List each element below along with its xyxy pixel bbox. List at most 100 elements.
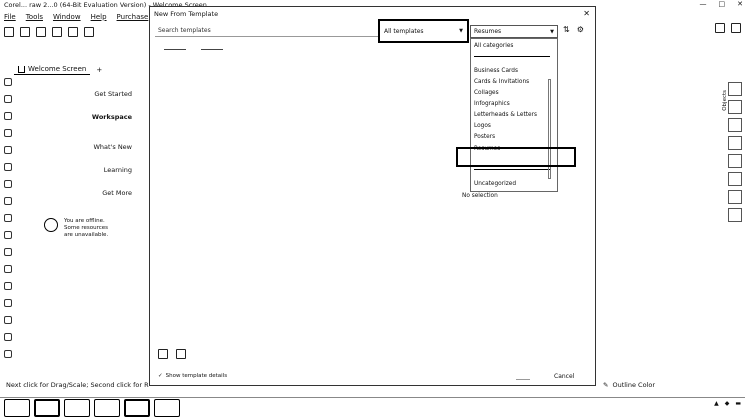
- outline-color-label: Outline Color: [612, 380, 656, 389]
- close-window-button[interactable]: ✕: [737, 0, 743, 8]
- menu-tools[interactable]: Tools: [25, 12, 43, 21]
- maximize-button[interactable]: □: [718, 0, 726, 8]
- docker-tab[interactable]: [728, 190, 742, 204]
- dropdown-item-logos[interactable]: Logos: [474, 123, 491, 129]
- show-template-details[interactable]: ✓ Show template details: [158, 373, 227, 379]
- new-from-template-icon[interactable]: [20, 27, 30, 37]
- browse-icon[interactable]: [176, 349, 186, 359]
- add-tab-button[interactable]: +: [96, 65, 103, 74]
- volume-icon[interactable]: ◆: [724, 400, 730, 407]
- template-filter-value: All templates: [384, 27, 424, 35]
- fill-tool-icon[interactable]: [4, 316, 12, 324]
- dropdown-scrollbar[interactable]: [548, 79, 551, 179]
- outline-color-indicator[interactable]: ✎ Outline Color: [603, 381, 655, 389]
- crop-tool-icon[interactable]: [4, 112, 12, 120]
- docker-tab[interactable]: [728, 136, 742, 150]
- dropdown-item-uncategorized[interactable]: Uncategorized: [474, 181, 517, 187]
- freehand-tool-icon[interactable]: [4, 146, 12, 154]
- dropdown-item-all-categories[interactable]: All categories: [474, 43, 514, 49]
- dialog-close-button[interactable]: ✕: [583, 9, 590, 18]
- menu-help[interactable]: Help: [90, 12, 107, 21]
- menu-purchase[interactable]: Purchase: [116, 12, 149, 21]
- dialog-title: New From Template: [154, 10, 219, 18]
- coreldraw-icon[interactable]: [124, 399, 150, 417]
- eyedropper-tool-icon[interactable]: [4, 299, 12, 307]
- new-document-icon[interactable]: [4, 27, 14, 37]
- zoom-tool-icon[interactable]: [4, 129, 12, 137]
- nav-learning[interactable]: Learning: [103, 166, 132, 174]
- dropdown-item-cards-invitations[interactable]: Cards & Invitations: [474, 79, 530, 85]
- cancel-button[interactable]: Cancel: [554, 373, 575, 380]
- text-tool-icon[interactable]: [4, 214, 12, 222]
- network-icon[interactable]: ▲: [714, 400, 719, 407]
- taskbar: [0, 397, 745, 418]
- category-select[interactable]: Resumes ▼: [470, 25, 558, 38]
- menu-window[interactable]: Window: [52, 12, 81, 21]
- offline-icon: [44, 218, 58, 232]
- toolbox: [2, 78, 14, 358]
- page-view-icon[interactable]: [158, 349, 168, 359]
- no-selection-label: No selection: [462, 193, 498, 199]
- print-icon[interactable]: [68, 27, 78, 37]
- search-templates-input[interactable]: Search templates: [155, 25, 380, 37]
- sort-icon[interactable]: ⇅: [563, 25, 570, 34]
- dropdown-item-business-cards[interactable]: Business Cards: [474, 68, 518, 74]
- menu-file[interactable]: File: [4, 12, 16, 21]
- start-icon[interactable]: [4, 399, 30, 417]
- minimize-button[interactable]: —: [699, 0, 707, 8]
- docker-tab[interactable]: [728, 82, 742, 96]
- undo-icon[interactable]: [84, 27, 94, 37]
- dropdown-item-collages[interactable]: Collages: [474, 90, 499, 96]
- dropdown-item-posters[interactable]: Posters: [474, 134, 496, 140]
- word-icon[interactable]: [94, 399, 120, 417]
- pick-tool-icon[interactable]: [4, 78, 12, 86]
- ellipse-tool-icon[interactable]: [4, 180, 12, 188]
- docker-tab[interactable]: [728, 208, 742, 222]
- shadow-tool-icon[interactable]: [4, 265, 12, 273]
- nav-get-more[interactable]: Get More: [102, 189, 132, 197]
- corel-app-icon[interactable]: [154, 399, 180, 417]
- docker-tab[interactable]: [728, 100, 742, 114]
- gear-icon[interactable]: ⚙: [576, 25, 584, 34]
- settings-icon[interactable]: [731, 23, 741, 33]
- window-controls: — □ ✕: [700, 0, 744, 8]
- chevron-down-icon: ▼: [550, 28, 554, 35]
- polygon-tool-icon[interactable]: [4, 197, 12, 205]
- docker-tab[interactable]: [728, 118, 742, 132]
- line-tool-icon[interactable]: [4, 231, 12, 239]
- template-filter-select[interactable]: All templates ▼: [378, 19, 469, 43]
- nav-whats-new[interactable]: What's New: [93, 143, 133, 151]
- battery-icon[interactable]: ▬: [735, 400, 741, 407]
- transparency-tool-icon[interactable]: [4, 282, 12, 290]
- nav-get-started[interactable]: Get Started: [94, 90, 132, 98]
- status-bar: Next click for Drag/Scale; Second click …: [0, 378, 745, 391]
- shape-tool-icon[interactable]: [4, 95, 12, 103]
- add-tool-icon[interactable]: [4, 350, 12, 358]
- resumes-highlight-box: [456, 147, 576, 167]
- window-title: Corel... raw 2...0 (64-Bit Evaluation Ve…: [4, 1, 207, 9]
- tab-welcome-screen[interactable]: Welcome Screen: [14, 64, 91, 75]
- chevron-down-icon: ▼: [459, 28, 463, 34]
- connector-tool-icon[interactable]: [4, 248, 12, 256]
- file-explorer-icon[interactable]: [34, 399, 60, 417]
- smart-fill-tool-icon[interactable]: [4, 333, 12, 341]
- browser-icon[interactable]: [64, 399, 90, 417]
- new-from-template-dialog: New From Template ✕ Search templates All…: [149, 6, 596, 386]
- nav-workspace[interactable]: Workspace: [91, 113, 132, 121]
- status-hint: Next click for Drag/Scale; Second click …: [6, 380, 149, 389]
- docker-tabs: [728, 82, 742, 222]
- dropdown-item-letterheads-letters[interactable]: Letterheads & Letters: [474, 112, 537, 118]
- open-icon[interactable]: [36, 27, 46, 37]
- open-button[interactable]: [516, 379, 530, 380]
- header-line: [164, 49, 186, 50]
- docker-tab[interactable]: [728, 172, 742, 186]
- options-icon[interactable]: [715, 23, 725, 33]
- save-icon[interactable]: [52, 27, 62, 37]
- dropdown-item-infographics[interactable]: Infographics: [474, 101, 510, 107]
- standard-toolbar: [0, 23, 150, 41]
- template-list-headers: [164, 49, 223, 50]
- rectangle-tool-icon[interactable]: [4, 163, 12, 171]
- dropdown-item-resumes[interactable]: Resumes: [474, 146, 501, 152]
- docker-tab[interactable]: [728, 154, 742, 168]
- checkbox-check-icon[interactable]: ✓: [158, 373, 163, 379]
